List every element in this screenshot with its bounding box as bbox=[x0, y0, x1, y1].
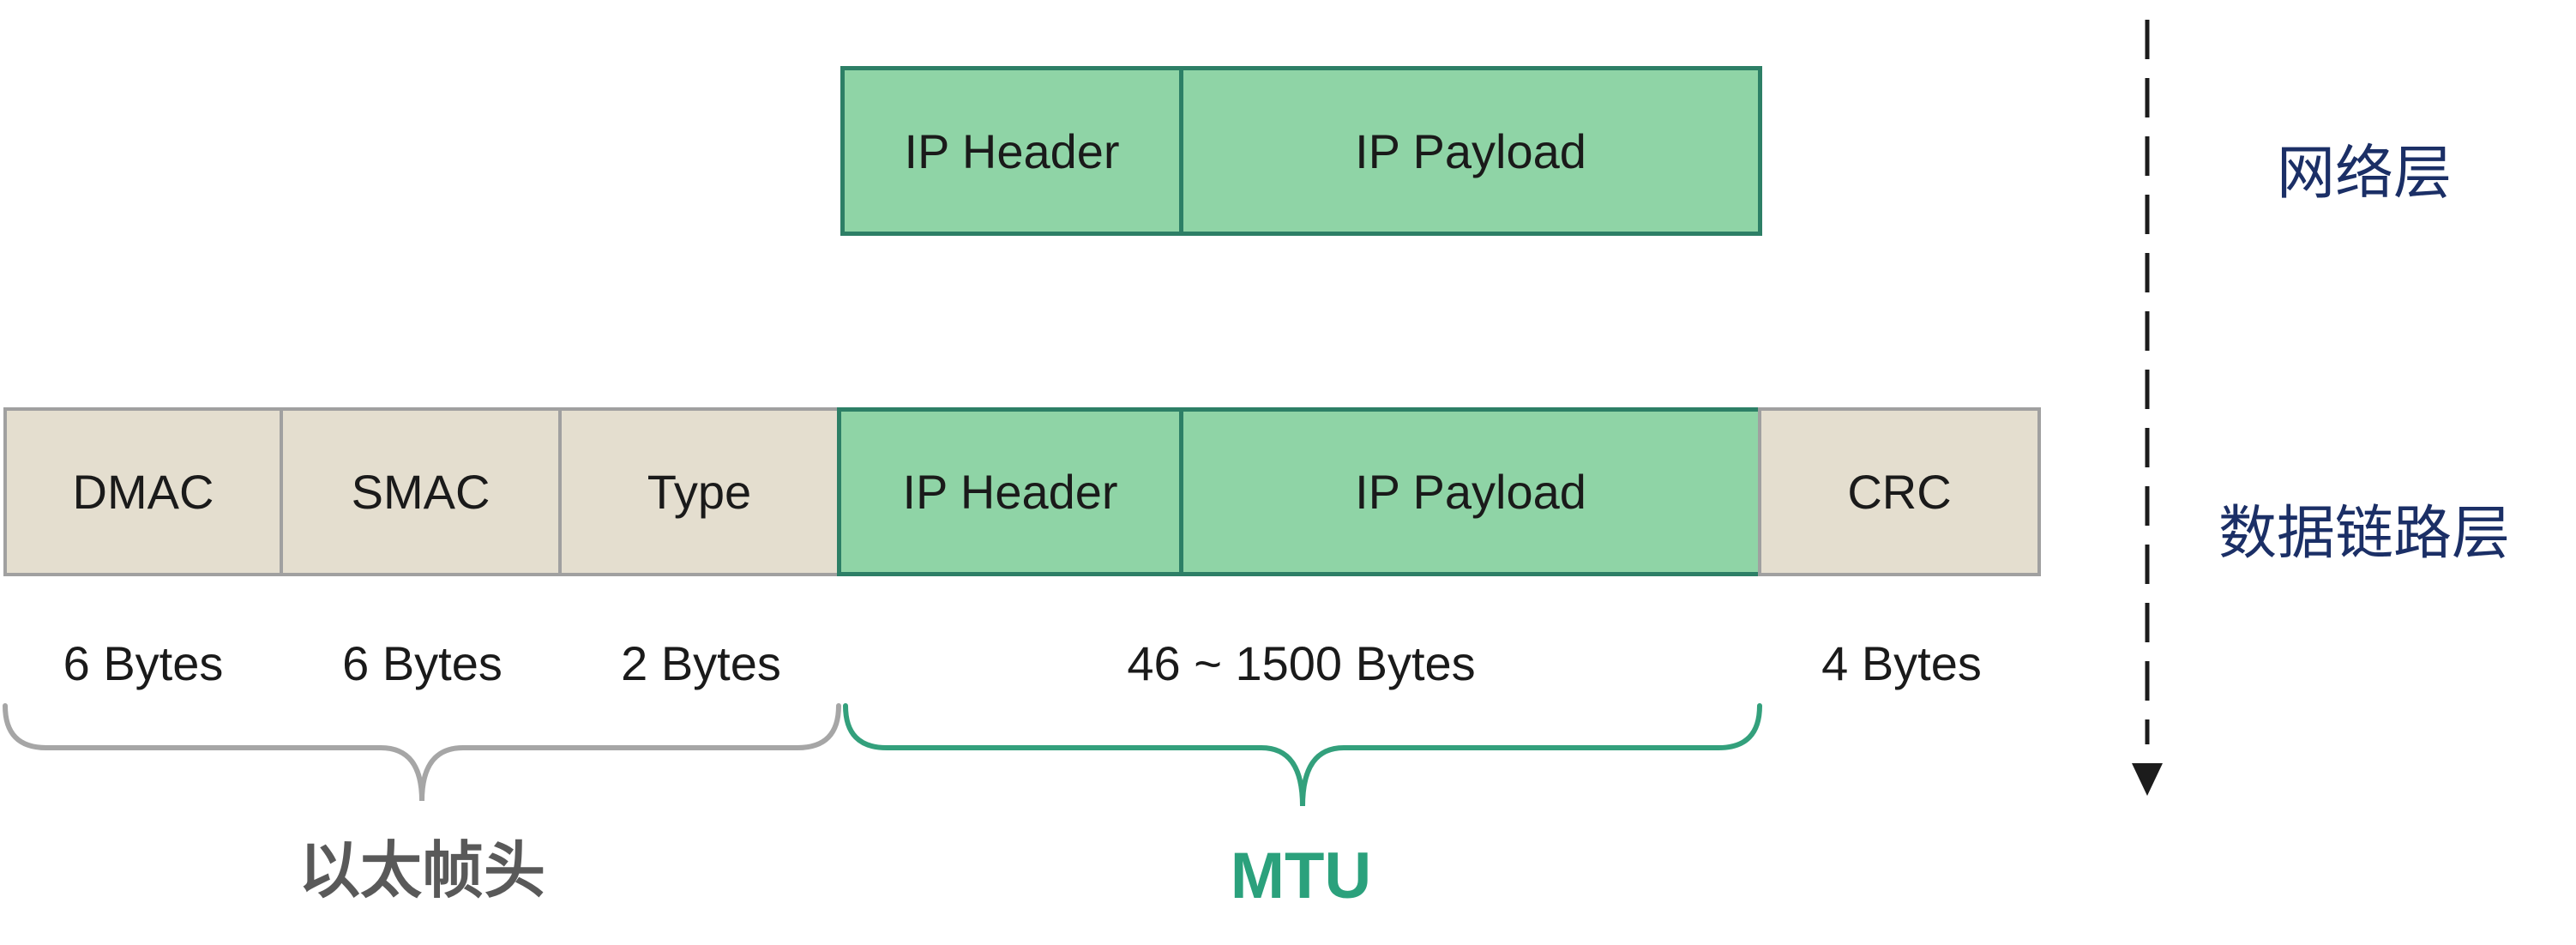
type-size-label: 2 Bytes bbox=[621, 636, 781, 690]
crc-size-label: 4 Bytes bbox=[1821, 636, 1982, 690]
frame-ip-payload-cell: IP Payload bbox=[1179, 407, 1762, 576]
mtu-size-label: 46 ~ 1500 Bytes bbox=[1127, 636, 1476, 690]
network-layer-label: 网络层 bbox=[2276, 141, 2452, 206]
dmac-label: DMAC bbox=[72, 465, 214, 519]
net-ip-payload-cell: IP Payload bbox=[1179, 66, 1762, 236]
crc-label: CRC bbox=[1847, 465, 1952, 519]
dmac-size-label: 6 Bytes bbox=[63, 636, 224, 690]
net-ip-payload-label: IP Payload bbox=[1355, 123, 1586, 178]
type-cell: Type bbox=[558, 407, 840, 576]
ethernet-header-annotation: 以太帧头 bbox=[298, 837, 545, 906]
frame-ip-header-cell: IP Header bbox=[837, 407, 1183, 576]
mtu-annotation: MTU bbox=[1230, 840, 1372, 912]
type-label: Type bbox=[647, 465, 752, 519]
smac-cell: SMAC bbox=[280, 407, 562, 576]
smac-size-label: 6 Bytes bbox=[342, 636, 503, 690]
crc-cell: CRC bbox=[1758, 407, 2041, 576]
frame-ip-header-label: IP Header bbox=[902, 465, 1118, 519]
smac-label: SMAC bbox=[351, 465, 491, 519]
mtu-brace bbox=[843, 703, 1762, 807]
data-link-layer-label: 数据链路层 bbox=[2218, 501, 2510, 566]
down-arrowhead-icon bbox=[2132, 763, 2163, 796]
frame-ip-payload-label: IP Payload bbox=[1355, 465, 1586, 519]
dmac-cell: DMAC bbox=[3, 407, 283, 576]
net-ip-header-label: IP Header bbox=[904, 123, 1120, 178]
ethernet-header-brace bbox=[3, 703, 841, 802]
net-ip-header-cell: IP Header bbox=[840, 66, 1183, 236]
